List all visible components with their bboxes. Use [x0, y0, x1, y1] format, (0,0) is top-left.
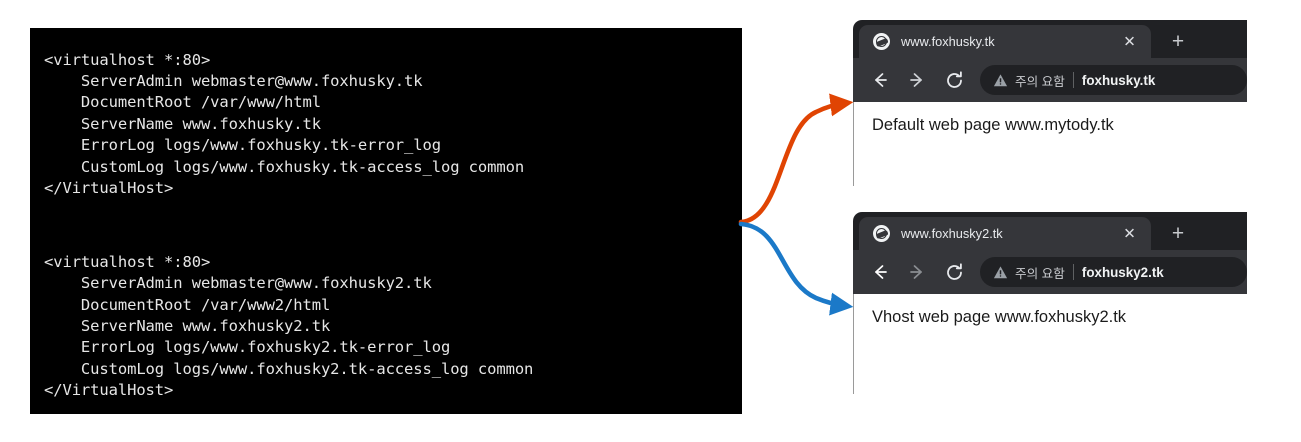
globe-icon: [873, 225, 890, 242]
tab-title: www.foxhusky.tk: [901, 34, 995, 49]
tab-strip: www.foxhusky2.tk ✕ +: [853, 212, 1247, 250]
browser-tab[interactable]: www.foxhusky2.tk ✕: [859, 217, 1151, 250]
vhost-block-1: <virtualhost *:80> ServerAdmin webmaster…: [44, 50, 525, 197]
vhost-block-2: <virtualhost *:80> ServerAdmin webmaster…: [44, 252, 534, 400]
browser-tab[interactable]: www.foxhusky.tk ✕: [859, 25, 1151, 58]
address-bar[interactable]: 주의 요함 foxhusky.tk: [980, 65, 1247, 95]
forward-arrow-icon[interactable]: [902, 257, 932, 287]
arrow-to-vhost-site: [738, 221, 854, 316]
reload-arrow-icon[interactable]: [939, 257, 969, 287]
omnibox-url: foxhusky2.tk: [1081, 264, 1164, 280]
close-icon[interactable]: ✕: [1123, 33, 1136, 50]
omnibox-separator: [1072, 72, 1074, 88]
page-viewport: Vhost web page www.foxhusky2.tk: [853, 294, 1247, 394]
new-tab-button[interactable]: +: [1171, 30, 1185, 53]
browser-toolbar: 주의 요함 foxhusky2.tk: [853, 250, 1247, 294]
arrow-to-default-site: [738, 93, 854, 225]
tab-strip: www.foxhusky.tk ✕ +: [853, 20, 1247, 58]
browser-toolbar: 주의 요함 foxhusky.tk: [853, 58, 1247, 102]
back-arrow-icon[interactable]: [865, 257, 895, 287]
omnibox-url: foxhusky.tk: [1081, 72, 1156, 88]
new-tab-button[interactable]: +: [1171, 222, 1185, 245]
close-icon[interactable]: ✕: [1123, 225, 1136, 242]
page-viewport: Default web page www.mytody.tk: [853, 102, 1247, 186]
globe-icon: [873, 33, 890, 50]
reload-arrow-icon[interactable]: [939, 65, 969, 95]
forward-arrow-icon[interactable]: [902, 65, 932, 95]
security-warning-text: 주의 요함: [1015, 266, 1065, 281]
address-bar[interactable]: 주의 요함 foxhusky2.tk: [980, 257, 1247, 287]
warning-triangle-icon: [993, 265, 1008, 278]
security-warning-text: 주의 요함: [1015, 74, 1065, 89]
browser-window-foxhusky: www.foxhusky.tk ✕ + 주의 요함 foxhusky.tk De…: [853, 20, 1247, 186]
apache-vhost-config-terminal: <virtualhost *:80> ServerAdmin webmaster…: [30, 28, 742, 414]
config-block-spacer: [44, 215, 742, 236]
back-arrow-icon[interactable]: [865, 65, 895, 95]
tab-title: www.foxhusky2.tk: [901, 226, 1003, 241]
warning-triangle-icon: [993, 73, 1008, 86]
browser-window-foxhusky2: www.foxhusky2.tk ✕ + 주의 요함 foxhusky2.tk …: [853, 212, 1247, 394]
omnibox-separator: [1072, 264, 1074, 280]
page-body-text: Default web page www.mytody.tk: [872, 116, 1114, 134]
page-body-text: Vhost web page www.foxhusky2.tk: [872, 308, 1127, 326]
